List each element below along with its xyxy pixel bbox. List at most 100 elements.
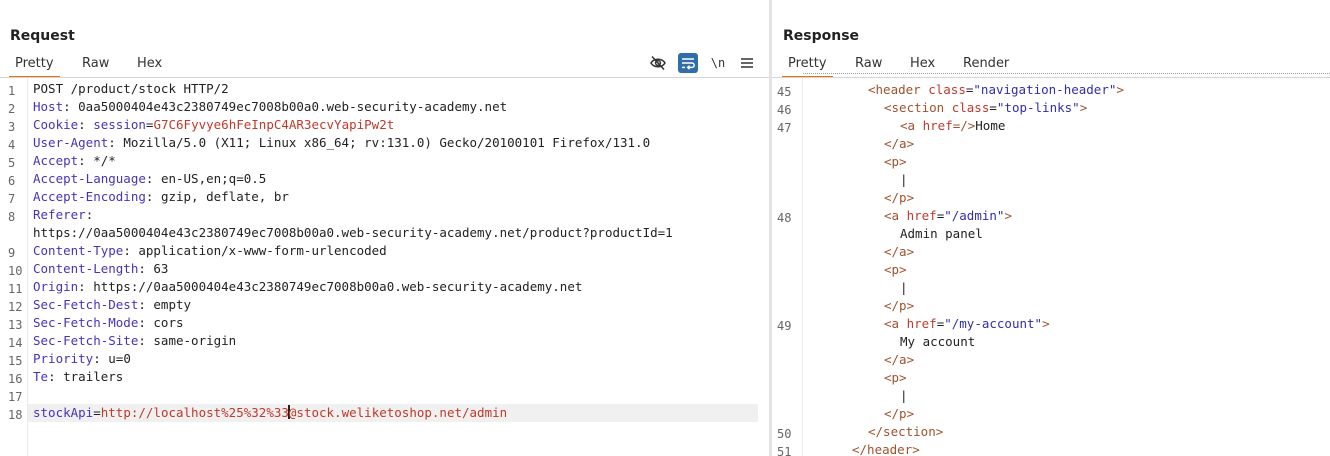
code-token: : Mozilla/5.0 (X11; Linux x86_64; rv:131… bbox=[108, 135, 651, 150]
code-line[interactable]: </a> bbox=[884, 135, 914, 153]
newline-toggle[interactable]: \n bbox=[710, 56, 726, 70]
code-token: <p> bbox=[884, 370, 907, 385]
code-line[interactable]: | bbox=[900, 279, 908, 297]
code-token: = bbox=[936, 208, 945, 223]
code-token: : 63 bbox=[138, 261, 169, 276]
panel-splitter[interactable] bbox=[769, 0, 772, 456]
code-line[interactable]: Sec-Fetch-Mode: cors bbox=[33, 314, 184, 332]
line-number: 1 bbox=[8, 84, 16, 98]
code-line[interactable]: | bbox=[900, 171, 908, 189]
code-line[interactable]: Accept-Encoding: gzip, deflate, br bbox=[33, 188, 289, 206]
response-tab-raw[interactable]: Raw bbox=[855, 56, 883, 71]
code-line[interactable]: <a href="/admin"> bbox=[884, 207, 1012, 225]
code-line[interactable]: https://0aa5000404e43c2380749ec7008b00a0… bbox=[33, 224, 673, 242]
code-token: </section> bbox=[868, 424, 944, 439]
response-tab-divider bbox=[772, 77, 1330, 78]
code-token: @stock.weliketoshop.net/admin bbox=[288, 405, 508, 420]
code-token: "/admin" bbox=[944, 208, 1005, 223]
code-token: : */* bbox=[78, 153, 116, 168]
line-number: 4 bbox=[8, 138, 16, 152]
code-token: Cookie bbox=[33, 117, 79, 132]
code-token: User-Agent bbox=[33, 135, 109, 150]
line-number: 50 bbox=[777, 427, 792, 441]
code-line[interactable]: </p> bbox=[884, 297, 914, 315]
code-line[interactable]: </a> bbox=[884, 243, 914, 261]
code-token: https://0aa5000404e43c2380749ec7008b00a0… bbox=[33, 225, 673, 240]
response-tab-render[interactable]: Render bbox=[963, 56, 1010, 71]
request-tab-raw[interactable]: Raw bbox=[82, 56, 110, 71]
code-token: session bbox=[93, 117, 146, 132]
code-line[interactable]: <p> bbox=[884, 153, 907, 171]
code-line[interactable]: </section> bbox=[868, 423, 943, 441]
code-line[interactable]: <header class="navigation-header"> bbox=[868, 81, 1124, 99]
code-line[interactable]: <section class="top-links"> bbox=[884, 99, 1087, 117]
code-token: My account bbox=[900, 334, 976, 349]
code-token: Accept-Encoding bbox=[33, 189, 146, 204]
code-line[interactable]: My account bbox=[900, 333, 975, 351]
code-line[interactable]: <p> bbox=[884, 261, 907, 279]
code-token: </p> bbox=[884, 406, 915, 421]
code-line[interactable]: Content-Type: application/x-www-form-url… bbox=[33, 242, 387, 260]
request-tab-pretty[interactable]: Pretty bbox=[9, 56, 60, 78]
request-toolbar: \n bbox=[646, 53, 761, 73]
code-line[interactable]: </header> bbox=[852, 441, 920, 456]
code-token: = bbox=[93, 405, 101, 420]
code-line[interactable]: <a href=/>Home bbox=[900, 117, 1005, 135]
code-token: href bbox=[922, 118, 953, 133]
code-line[interactable]: POST /product/stock HTTP/2 bbox=[33, 80, 229, 98]
eye-off-icon[interactable] bbox=[648, 53, 668, 73]
response-panel: Response Pretty Raw Hex Render 45<header… bbox=[772, 0, 1330, 456]
code-token: = bbox=[965, 82, 974, 97]
code-line[interactable]: Cookie: session=G7C6Fyvye6hFeInpC4AR3ecv… bbox=[33, 116, 394, 134]
code-token: POST /product/stock HTTP/2 bbox=[33, 81, 229, 96]
code-token: http://localhost%25%32%33 bbox=[100, 405, 289, 420]
code-line[interactable]: Accept: */* bbox=[33, 152, 116, 170]
code-token: Te bbox=[33, 369, 49, 384]
text-caret bbox=[287, 405, 290, 419]
wrap-icon[interactable] bbox=[678, 53, 698, 73]
hamburger-icon[interactable] bbox=[737, 53, 757, 73]
line-number: 14 bbox=[8, 336, 23, 350]
line-number: 9 bbox=[8, 246, 16, 260]
code-token: Content-Length bbox=[33, 261, 139, 276]
code-line[interactable]: <p> bbox=[884, 369, 907, 387]
line-number: 47 bbox=[777, 121, 792, 135]
request-tab-hex[interactable]: Hex bbox=[137, 56, 163, 71]
response-tab-pretty[interactable]: Pretty bbox=[782, 56, 833, 78]
line-number: 10 bbox=[8, 264, 23, 278]
code-token: G7C6Fyvye6hFeInpC4AR3ecvYapiPw2t bbox=[153, 117, 395, 132]
code-line[interactable]: Referer: bbox=[33, 206, 93, 224]
code-line[interactable]: Te: trailers bbox=[33, 368, 123, 386]
code-line[interactable]: </p> bbox=[884, 405, 914, 423]
code-token: : cors bbox=[138, 315, 184, 330]
code-line[interactable]: | bbox=[900, 387, 908, 405]
code-line[interactable]: Host: 0aa5000404e43c2380749ec7008b00a0.w… bbox=[33, 98, 507, 116]
code-line[interactable]: Accept-Language: en-US,en;q=0.5 bbox=[33, 170, 266, 188]
code-line[interactable]: </p> bbox=[884, 189, 914, 207]
code-line[interactable]: Sec-Fetch-Dest: empty bbox=[33, 296, 191, 314]
code-line[interactable]: Content-Length: 63 bbox=[33, 260, 168, 278]
line-number: 51 bbox=[777, 445, 792, 456]
line-number: 12 bbox=[8, 300, 23, 314]
code-token: : bbox=[85, 207, 94, 222]
code-token: "navigation-header" bbox=[973, 82, 1117, 97]
code-line[interactable]: Origin: https://0aa5000404e43c2380749ec7… bbox=[33, 278, 582, 296]
line-number: 15 bbox=[8, 354, 23, 368]
code-line[interactable]: Priority: u=0 bbox=[33, 350, 131, 368]
request-tab-divider bbox=[0, 77, 769, 78]
code-token: <section bbox=[884, 100, 952, 115]
code-token: Priority bbox=[33, 351, 94, 366]
code-line[interactable]: <a href="/my-account"> bbox=[884, 315, 1050, 333]
code-line[interactable]: </a> bbox=[884, 351, 914, 369]
response-editor[interactable]: 45<header class="navigation-header">46<s… bbox=[772, 73, 1330, 456]
code-token: : u=0 bbox=[93, 351, 131, 366]
code-token: Referer bbox=[33, 207, 86, 222]
response-tab-hex[interactable]: Hex bbox=[910, 56, 936, 71]
code-line[interactable]: User-Agent: Mozilla/5.0 (X11; Linux x86_… bbox=[33, 134, 650, 152]
code-line[interactable]: Admin panel bbox=[900, 225, 983, 243]
request-tabs: Pretty Raw Hex bbox=[0, 56, 769, 78]
code-line[interactable]: stockApi=http://localhost%25%32%33@stock… bbox=[33, 404, 507, 422]
code-line[interactable]: Sec-Fetch-Site: same-origin bbox=[33, 332, 236, 350]
